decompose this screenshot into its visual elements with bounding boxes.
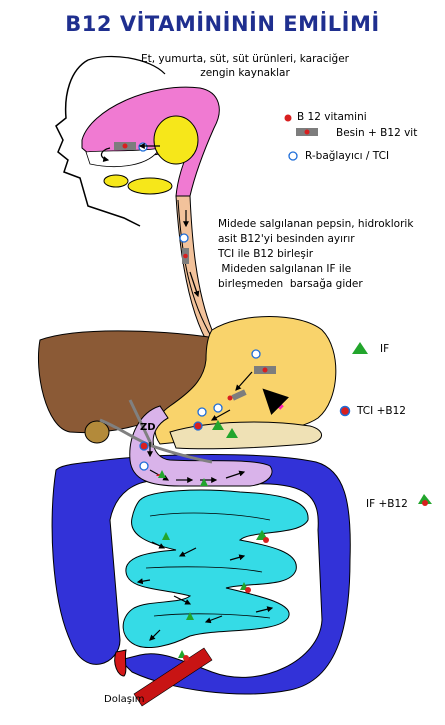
stomach-note-line-3: TCI ile B12 birleşir	[218, 248, 314, 260]
if-triangle-icon	[352, 342, 368, 354]
stomach-note-line-4: Mideden salgılanan IF ile	[218, 263, 352, 275]
pancreas	[169, 421, 322, 450]
skull-outline	[87, 55, 166, 75]
r-binder-circle-icon	[288, 151, 298, 161]
intro-line-1: Et, yumurta, süt, süt ürünleri, karaciğe…	[140, 53, 349, 65]
gallbladder	[84, 420, 110, 444]
stomach-note-line-1: Midede salgılanan pepsin, hidroklorik	[218, 218, 414, 230]
small-intestine	[122, 489, 309, 649]
stomach-note-line-2: asit B12'yi besinden ayırır	[218, 233, 355, 245]
zd-label: ZD	[140, 422, 156, 433]
submandibular-gland	[127, 177, 173, 195]
legend-if-label: IF	[380, 343, 390, 355]
legend-r-binder-label: R-bağlayıcı / TCI	[305, 150, 390, 162]
b12-dot-icon	[284, 114, 292, 122]
parotid-gland	[153, 115, 199, 165]
sublingual-gland	[103, 174, 129, 188]
legend-tci-b12-label: TCI +B12	[357, 405, 406, 417]
diagram-title: B12 VİTAMİNİNİN EMİLİMİ	[65, 12, 380, 36]
circulation-vessel	[133, 647, 213, 707]
stomach-note-line-5: birleşmeden barsağa gider	[218, 278, 363, 290]
intro-line-2: zengin kaynaklar	[200, 67, 290, 79]
legend-b12-label: B 12 vitamini	[297, 111, 367, 123]
circulation-label: Dolaşım	[104, 694, 145, 705]
duodenum	[129, 405, 273, 487]
head-outline	[55, 59, 141, 227]
if-b12-complex-icon	[418, 494, 432, 504]
tci-b12-complex-icon	[339, 405, 351, 417]
appendix	[114, 649, 127, 677]
r-binder-circle-icon	[138, 142, 148, 152]
legend-if-b12-label: IF +B12	[366, 498, 408, 510]
legend-food-b12-label: Besin + B12 vit	[336, 127, 418, 139]
